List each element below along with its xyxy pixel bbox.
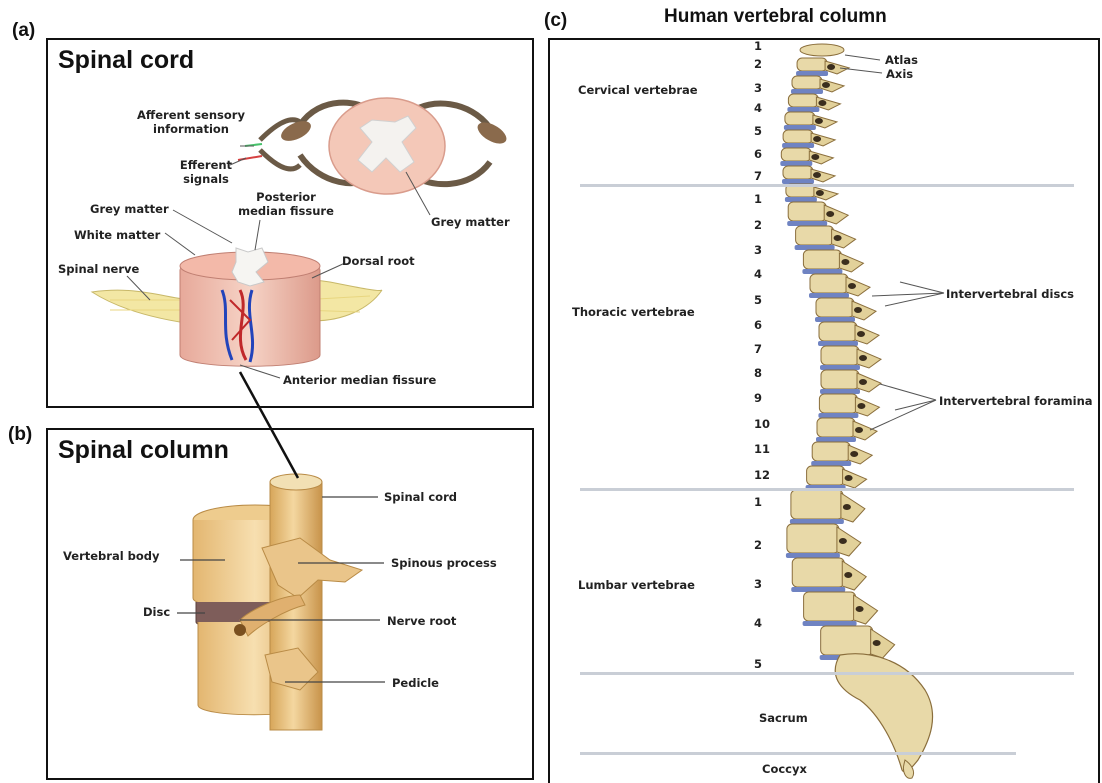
label-spinal-cord: Spinal cord — [384, 490, 457, 504]
num-cervical: 4 — [754, 101, 762, 115]
num-thoracic: 7 — [754, 342, 762, 356]
num-thoracic: 8 — [754, 366, 762, 380]
num-thoracic: 2 — [754, 218, 762, 232]
num-thoracic: 1 — [754, 192, 762, 206]
label-afferent: Afferent sensory information — [134, 108, 248, 136]
num-lumbar: 1 — [754, 495, 762, 509]
region-coccyx: Coccyx — [762, 762, 807, 776]
num-thoracic: 9 — [754, 391, 762, 405]
divider-cervical-thoracic — [580, 184, 1074, 187]
label-efferent: Efferent signals — [176, 158, 236, 186]
num-cervical: 6 — [754, 147, 762, 161]
region-lumbar: Lumbar vertebrae — [578, 578, 695, 592]
label-spinous-process: Spinous process — [391, 556, 497, 570]
num-cervical: 7 — [754, 169, 762, 183]
region-sacrum: Sacrum — [759, 711, 808, 725]
divider-sacrum-coccyx — [580, 752, 1016, 755]
num-lumbar: 3 — [754, 577, 762, 591]
label-atlas: Atlas — [885, 53, 918, 67]
region-cervical: Cervical vertebrae — [578, 83, 698, 97]
label-intervertebral-foramina: Intervertebral foramina — [939, 394, 1093, 408]
num-cervical: 5 — [754, 124, 762, 138]
panel-b-frame — [46, 428, 534, 780]
panel-c-title: Human vertebral column — [664, 6, 887, 28]
divider-thoracic-lumbar — [580, 488, 1074, 491]
label-vertebral-body: Vertebral body — [63, 549, 160, 563]
label-intervertebral-discs: Intervertebral discs — [946, 287, 1074, 301]
region-thoracic: Thoracic vertebrae — [572, 305, 695, 319]
num-cervical: 1 — [754, 39, 762, 53]
num-thoracic: 11 — [754, 442, 770, 456]
num-cervical: 2 — [754, 57, 762, 71]
num-cervical: 3 — [754, 81, 762, 95]
panel-c-letter: (c) — [544, 10, 567, 32]
num-thoracic: 4 — [754, 267, 762, 281]
num-thoracic: 10 — [754, 417, 770, 431]
panel-b-title: Spinal column — [58, 436, 229, 465]
num-thoracic: 5 — [754, 293, 762, 307]
label-disc: Disc — [143, 605, 170, 619]
divider-lumbar-sacrum — [580, 672, 1074, 675]
label-axis: Axis — [886, 67, 913, 81]
num-lumbar: 5 — [754, 657, 762, 671]
num-lumbar: 2 — [754, 538, 762, 552]
label-spinal-nerve: Spinal nerve — [58, 262, 139, 276]
panel-b-letter: (b) — [8, 424, 32, 446]
label-grey-matter-section: Grey matter — [90, 202, 169, 216]
label-white-matter: White matter — [74, 228, 160, 242]
label-grey-matter-cross: Grey matter — [431, 215, 510, 229]
num-thoracic: 3 — [754, 243, 762, 257]
label-nerve-root: Nerve root — [387, 614, 456, 628]
label-pedicle: Pedicle — [392, 676, 439, 690]
label-dorsal-root: Dorsal root — [342, 254, 415, 268]
num-lumbar: 4 — [754, 616, 762, 630]
panel-a-title: Spinal cord — [58, 46, 194, 75]
num-thoracic: 12 — [754, 468, 770, 482]
label-posterior-median-fissure: Posterior median fissure — [236, 190, 336, 218]
num-thoracic: 6 — [754, 318, 762, 332]
panel-a-letter: (a) — [12, 20, 35, 42]
label-anterior-median-fissure: Anterior median fissure — [283, 373, 436, 387]
